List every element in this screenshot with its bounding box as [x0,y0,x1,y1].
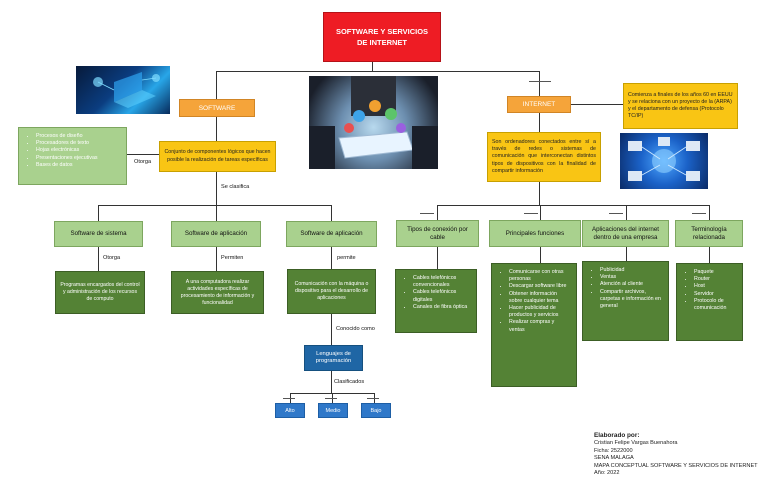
conocido-como-label: Conocido como [336,326,375,333]
software-aplicacion-desc: A una computadora realizar actividades e… [171,271,264,314]
conexion-list: Cables telefónicos convencionales Cables… [395,269,477,333]
branch-name: Aplicaciones del internet dentro de una … [591,225,660,241]
list-item: Atención al cliente [600,281,662,288]
credits-author: Cristian Felipe Vargas Buenahora [594,440,678,447]
list-item: Hacer publicidad de productos y servicio… [509,305,570,319]
clasificados-label: Clasificados [334,379,365,386]
credits-year: Año: 2022 [594,470,620,477]
internet-branch-funciones: Principales funciones [489,220,581,247]
desc-text: Programas encargados del control y admin… [60,282,140,302]
internet-branch-aplicaciones: Aplicaciones del internet dentro de una … [582,220,669,247]
aplicaciones-list: Publicidad Ventas Atención al cliente Co… [582,261,669,341]
laptop-network-icon [93,72,160,108]
list-item: Comunicarse con otras personas [509,269,570,283]
internet-history: Comienza a finales de los años 60 en EEU… [623,83,738,129]
level-medio: Medio [318,403,348,418]
internet-branch-conexion: Tipos de conexión por cable [396,220,479,247]
list-item: Presentaciones ejecutivas [36,155,120,162]
branch-name: Terminología relacionada [691,225,727,241]
map-title-text: SOFTWARE Y SERVICIOS DE INTERNET [335,27,429,47]
software-definition: Conjunto de componentes lógicos que hace… [159,141,276,172]
list-item: Procesadores de texto [36,140,120,147]
software-node: SOFTWARE [179,99,255,117]
list-item: Bases de datos [36,162,120,169]
list-item: Host [694,283,736,290]
list-item: Cables telefónicos digitales [413,289,470,303]
branch-name: Tipos de conexión por cable [407,225,468,241]
credits-ficha: Ficha: 2522000 [594,447,633,454]
internet-branch-terminologia: Terminología relacionada [675,220,743,247]
software-type-name: Software de aplicación [184,230,248,237]
desc-text: A una computadora realizar actividades e… [180,278,255,306]
map-title: SOFTWARE Y SERVICIOS DE INTERNET [323,12,441,62]
level-text: Alto [285,407,295,414]
level-bajo: Bajo [361,403,391,418]
list-item: Realizar compras y ventas [509,319,570,333]
funciones-list: Comunicarse con otras personas Descargar… [491,263,577,387]
list-item: Obtener información sobre cualquier tema [509,291,570,305]
desc-text: Comunicación con la máquina o dispositiv… [294,281,369,301]
software-type-aplicacion-2: Software de aplicación [286,221,377,247]
otorga-link-label: Otorga [134,159,152,166]
network-computers-image [620,133,708,189]
internet-definition: Son ordenadores conectados entre sí a tr… [487,132,601,182]
internet-definition-text: Son ordenadores conectados entre sí a tr… [492,138,596,174]
list-item: Canales de fibra óptica [413,304,470,311]
link-label-permite: permite [337,255,356,262]
software-aplicacion-2-desc: Comunicación con la máquina o dispositiv… [287,269,376,314]
list-item: Protocolo de comunicación [694,298,736,312]
software-type-aplicacion: Software de aplicación [171,221,261,247]
computer-network-icon [628,137,700,181]
credits-project: MAPA CONCEPTUAL SOFTWARE Y SERVICIOS DE … [594,462,758,469]
credits-heading: Elaborado por: [594,432,640,439]
terminologia-list: Paquete Router Host Servidor Protocolo d… [676,263,743,341]
list-item: Descargar software libre [509,283,570,290]
software-type-name: Software de aplicación [300,230,363,237]
list-item: Procesos de diseño [36,133,120,140]
software-definition-text: Conjunto de componentes lógicos que hace… [164,149,271,163]
software-type-name: Software de sistema [70,230,127,237]
software-examples-list: Procesos de diseño Procesadores de texto… [18,127,127,185]
software-node-label: SOFTWARE [198,104,236,112]
list-item: Servidor [694,291,736,298]
lenguajes-node: Lenguajes de programación [304,345,363,371]
credits-institution: SENA MALAGA [594,455,634,462]
branch-name: Principales funciones [505,229,565,237]
software-type-sistema: Software de sistema [54,221,143,247]
list-item: Hojas electrónicas [36,147,120,154]
level-alto: Alto [275,403,305,418]
tablet-apps-icon [309,76,438,169]
credits: Elaborado por: Cristian Felipe Vargas Bu… [594,432,758,477]
link-label-otorga: Otorga [103,255,121,262]
se-clasifica-label: Se clasifica [221,184,250,191]
internet-node-label: INTERNET [522,101,556,108]
internet-history-text: Comienza a finales de los años 60 en EEU… [628,91,733,120]
level-text: Medio [325,407,341,414]
tablet-cloud-image [309,76,438,169]
lenguajes-text: Lenguajes de programación [315,350,352,365]
list-item: Ventas [600,274,662,281]
level-text: Bajo [370,407,382,414]
software-sistema-desc: Programas encargados del control y admin… [55,271,145,314]
list-item: Paquete [694,269,736,276]
internet-node: INTERNET [507,96,571,113]
list-item: Compartir archivos, carpetas e informaci… [600,289,662,311]
tech-laptop-image [76,66,170,114]
list-item: Router [694,276,736,283]
list-item: Cables telefónicos convencionales [413,275,470,289]
list-item: Publicidad [600,267,662,274]
link-label-permiten: Permiten [221,255,244,262]
